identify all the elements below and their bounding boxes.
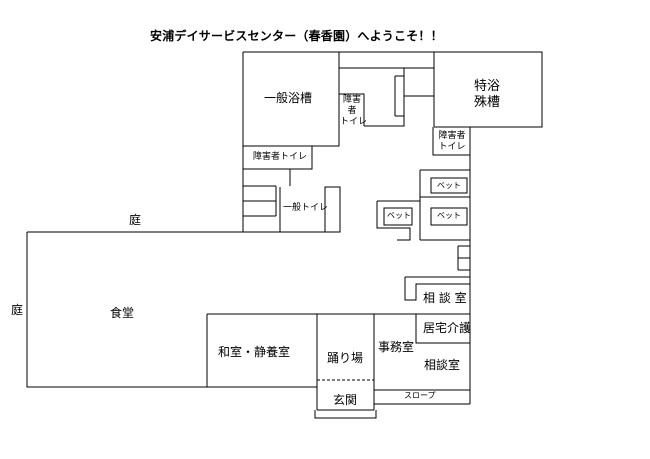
- room-consultation-lower: 相談室: [424, 358, 461, 372]
- bed-label: ベット: [387, 211, 411, 220]
- garden-label-top: 庭: [129, 213, 142, 227]
- slope-label: スロープ: [404, 391, 436, 400]
- room-special-bath-line2: 殊槽: [474, 95, 501, 110]
- room-japanese-rest: 和室・静養室: [218, 345, 291, 359]
- room-entrance: 玄関: [333, 393, 358, 407]
- bath-block-outline: [242, 51, 543, 404]
- bed-label: ベット: [437, 181, 461, 190]
- room-label-line: 障害者: [438, 131, 466, 141]
- room-label-line: トイレ: [340, 117, 368, 127]
- dining-hall-outline: [26, 231, 243, 388]
- room-office: 事務室: [378, 340, 415, 354]
- bed-label: ベット: [437, 211, 461, 220]
- room-general-bath: 一般浴槽: [264, 91, 313, 105]
- garden-label-left: 庭: [11, 303, 24, 317]
- room-label-line: 障害: [342, 95, 361, 105]
- room-home-care: 居宅介護: [423, 321, 472, 335]
- room-accessible-toilet-mid: 障害者トイレ: [253, 152, 308, 162]
- room-label-line: 者: [347, 106, 357, 116]
- room-dining: 食堂: [110, 306, 135, 320]
- general-toilet-box: [279, 186, 341, 233]
- room-consultation-upper: 相 談 室: [423, 291, 467, 305]
- page-title: 安浦デイサービスセンター（春香園）へようこそ！！: [150, 29, 443, 43]
- room-accessible-toilet-upper: 障害 者 トイレ: [340, 95, 368, 128]
- room-landing: 踊り場: [327, 351, 364, 365]
- room-label-line: トイレ: [438, 142, 466, 152]
- room-general-toilet: 一般トイレ: [283, 203, 329, 213]
- room-special-bath-line1: 特浴: [474, 79, 501, 94]
- room-accessible-toilet-right: 障害者 トイレ: [434, 131, 470, 153]
